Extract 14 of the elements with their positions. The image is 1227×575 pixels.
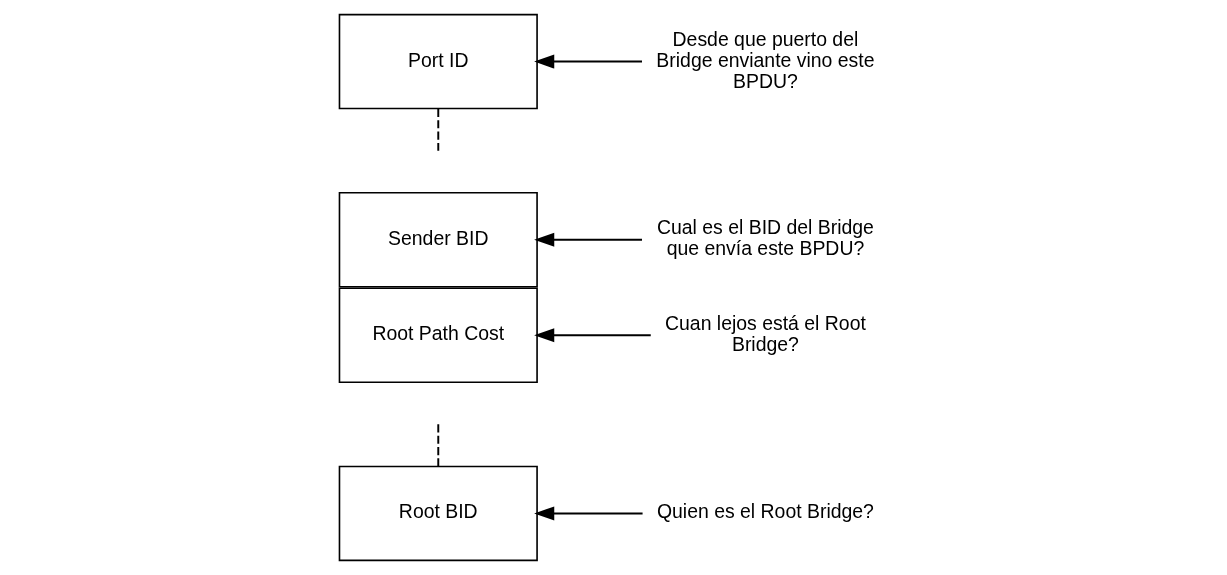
node-box: Sender BID [338,191,538,288]
node-text: Quien es el Root Bridge? [656,500,874,523]
node-box: Port ID [338,13,538,110]
node-text: Cual es el BID del Bridge que envía este BPDU? [656,216,874,260]
node-box: Root BID [338,465,538,562]
arrow [533,328,652,343]
node-text: Desde que puerto del Bridge enviante vino este BPDU? [655,27,874,92]
arrow [533,506,644,521]
node-text: Cuan lejos está el Root Bridge? [664,311,866,355]
connector [436,423,439,468]
arrow [533,54,643,69]
connector [436,107,439,152]
arrow [533,232,643,247]
node-box: Root Path Cost [338,287,538,384]
